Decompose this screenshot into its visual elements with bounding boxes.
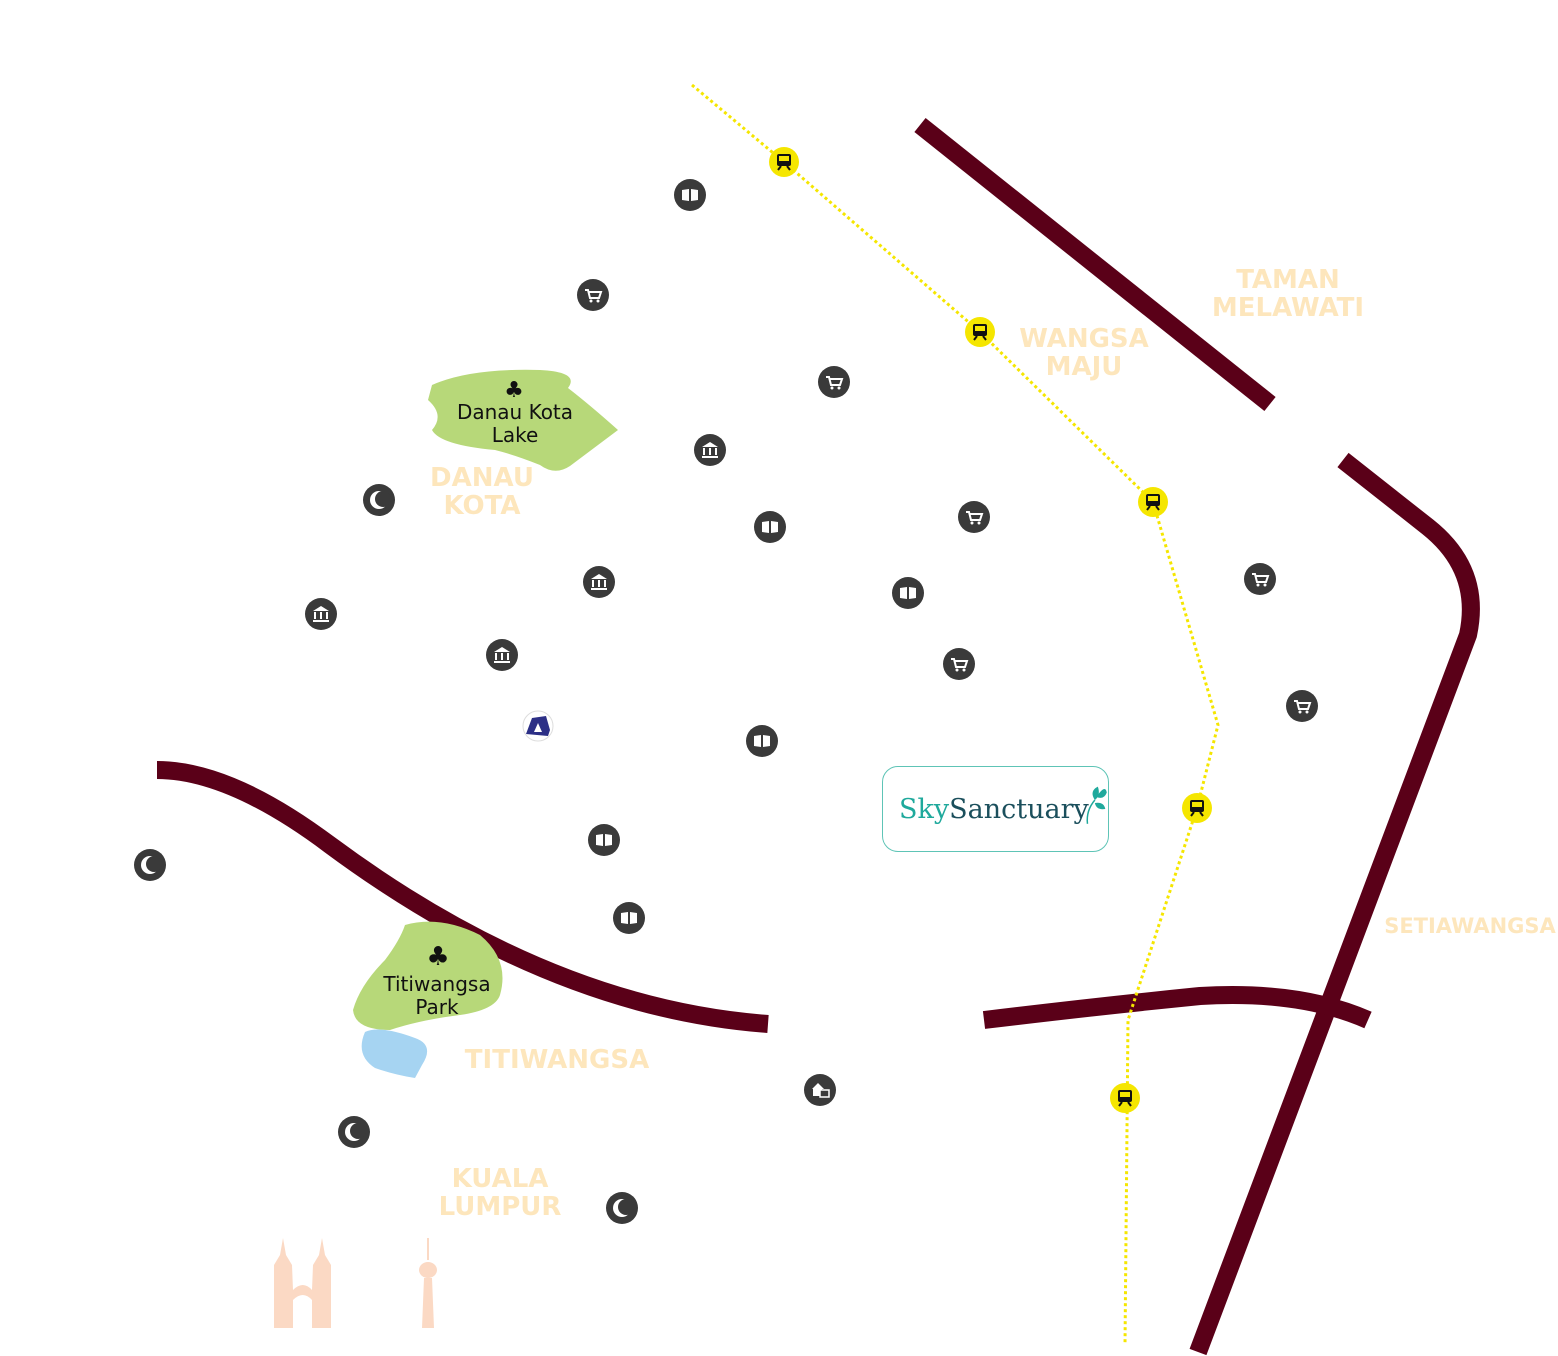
area-label: KOTA: [444, 491, 521, 521]
tree-icon: ♣: [426, 942, 449, 972]
roads: [156, 117, 1480, 1356]
cart-icon: [585, 289, 603, 303]
museum-icon: [702, 442, 718, 458]
area-label: MELAWATI: [1212, 293, 1364, 323]
logo-text-sky: Sky: [899, 793, 950, 825]
area-label: LUMPUR: [439, 1192, 562, 1222]
mosque-marker[interactable]: [134, 849, 166, 881]
rail-line: [691, 83, 1220, 1346]
road-highway-north: [914, 117, 1276, 412]
library-icon: [754, 735, 770, 747]
school-icon: [812, 1083, 830, 1098]
petronas-towers-icon: [274, 1238, 331, 1328]
cart-icon: [1252, 573, 1270, 587]
park-label: Titiwangsa: [382, 972, 490, 996]
lake: [361, 1029, 428, 1078]
area-label: KUALA: [452, 1164, 549, 1194]
park-titiwangsa: ♣ Titiwangsa Park: [353, 921, 503, 1078]
train-station-marker[interactable]: [1138, 487, 1168, 517]
library-marker[interactable]: [746, 725, 778, 757]
landmark-marker[interactable]: [522, 710, 554, 742]
mosque-icon: [141, 856, 162, 874]
library-icon: [762, 521, 778, 533]
road-west: [156, 761, 769, 1033]
area-label: TAMAN: [1236, 265, 1340, 295]
train-station-marker[interactable]: [1110, 1083, 1140, 1113]
cart-icon: [966, 511, 984, 525]
area-label: WANGSA: [1019, 324, 1149, 354]
area-labels: TAMAN MELAWATI WANGSA MAJU DANAU KOTA SE…: [430, 265, 1556, 1222]
area-label: MAJU: [1046, 352, 1123, 382]
library-marker[interactable]: [674, 179, 706, 211]
museum-marker[interactable]: [694, 434, 726, 466]
park-label: Lake: [492, 423, 539, 447]
kl-tower-icon: [419, 1238, 437, 1328]
mosque-icon: [370, 491, 391, 509]
library-icon: [900, 587, 916, 599]
mosque-icon: [345, 1123, 366, 1141]
mosque-marker[interactable]: [606, 1192, 638, 1224]
mosque-marker[interactable]: [363, 484, 395, 516]
library-marker[interactable]: [892, 577, 924, 609]
road-southeast: [982, 986, 1372, 1029]
cart-marker[interactable]: [1244, 563, 1276, 595]
poi-markers: [134, 147, 1318, 1224]
library-icon: [682, 189, 698, 201]
cart-marker[interactable]: [958, 501, 990, 533]
train-station-icon: [973, 324, 987, 341]
museum-marker[interactable]: [583, 566, 615, 598]
museum-icon: [591, 574, 607, 590]
school-marker[interactable]: [804, 1074, 836, 1106]
museum-marker[interactable]: [486, 639, 518, 671]
train-station-marker[interactable]: [769, 147, 799, 177]
library-icon: [621, 912, 637, 924]
cart-marker[interactable]: [577, 279, 609, 311]
train-station-marker[interactable]: [1182, 793, 1212, 823]
park-danau-kota: ♣ Danau Kota Lake: [428, 369, 618, 471]
cart-icon: [1294, 700, 1312, 714]
mosque-icon: [613, 1199, 634, 1217]
mosque-marker[interactable]: [338, 1116, 370, 1148]
library-marker[interactable]: [613, 902, 645, 934]
park-label: Danau Kota: [457, 400, 573, 424]
area-label: DANAU: [430, 463, 534, 493]
cart-icon: [951, 658, 969, 672]
train-station-marker[interactable]: [965, 317, 995, 347]
library-icon: [596, 834, 612, 846]
logo-text-sanctuary: Sanctuary: [949, 793, 1089, 825]
train-station-icon: [1118, 1090, 1132, 1107]
road-highway-east: [1189, 452, 1480, 1356]
area-label: SETIAWANGSA: [1384, 914, 1556, 938]
museum-icon: [494, 647, 510, 663]
museum-marker[interactable]: [305, 598, 337, 630]
train-station-icon: [1190, 800, 1204, 817]
museum-icon: [313, 606, 329, 622]
library-marker[interactable]: [588, 824, 620, 856]
park-label: Park: [415, 995, 459, 1019]
train-station-icon: [1146, 494, 1160, 511]
cart-marker[interactable]: [818, 366, 850, 398]
cart-marker[interactable]: [1286, 690, 1318, 722]
cart-marker[interactable]: [943, 648, 975, 680]
leaf-icon: [1086, 786, 1107, 824]
tree-icon: ♣: [504, 378, 524, 403]
library-marker[interactable]: [754, 511, 786, 543]
area-label: TITIWANGSA: [465, 1045, 649, 1075]
train-station-icon: [777, 154, 791, 171]
cart-icon: [826, 376, 844, 390]
